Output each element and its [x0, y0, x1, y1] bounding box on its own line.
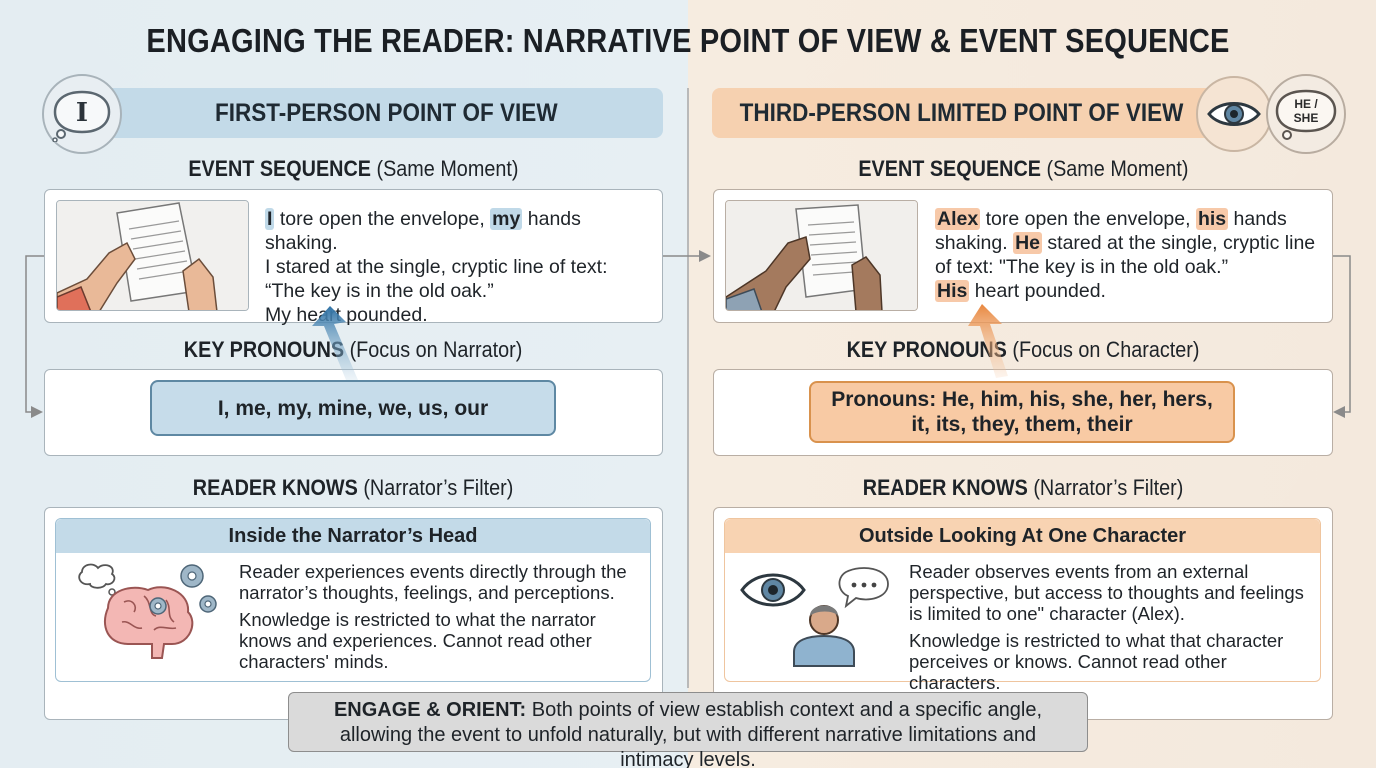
left-story-text: I tore open the envelope, my hands shaki…	[265, 208, 608, 326]
eye-person-icon	[740, 567, 889, 667]
right-event-heading: EVENT SEQUENCE (Same Moment)	[857, 156, 1189, 181]
eye-icon	[1207, 102, 1261, 126]
third-person-pronouns: Pronouns: He, him, his, she, her, hers, …	[809, 381, 1235, 443]
left-knows-title: Inside the Narrator’s Head	[56, 519, 650, 553]
right-pronouns-heading: KEY PRONOUNS (Focus on Character)	[846, 337, 1200, 362]
right-knows-text: Reader observes events from an external …	[909, 561, 1304, 693]
left-loop-arrow	[25, 255, 44, 418]
left-pronouns-heading: KEY PRONOUNS (Focus on Narrator)	[184, 337, 523, 362]
svg-text:HE /: HE /	[1294, 97, 1318, 111]
up-arrow-orange	[968, 304, 1008, 378]
letter-illustration-left	[56, 200, 249, 311]
eye-icon-badge	[1196, 76, 1272, 152]
thought-bubble-icon: I	[52, 90, 111, 142]
left-knows-heading: READER KNOWS (Narrator’s Filter)	[193, 475, 514, 500]
svg-text:SHE: SHE	[1294, 111, 1319, 125]
up-arrow-blue	[312, 306, 358, 380]
engage-orient-note: ENGAGE & ORIENT: Both points of view est…	[288, 692, 1088, 768]
thought-bubble-icon: HE / SHE	[1275, 89, 1337, 140]
hands-letter-icon	[726, 201, 917, 310]
svg-text:I: I	[76, 98, 88, 128]
left-event-heading: EVENT SEQUENCE (Same Moment)	[188, 156, 519, 181]
first-person-pronouns: I, me, my, mine, we, us, our	[150, 380, 556, 436]
left-knows-text: Reader experiences events directly throu…	[239, 561, 627, 672]
right-knows-title: Outside Looking At One Character	[725, 519, 1320, 553]
page-title: ENGAGING THE READER: NARRATIVE POINT OF …	[146, 22, 1230, 59]
letter-illustration-right	[725, 200, 918, 311]
right-story-text: Alex tore open the envelope, his hands s…	[935, 208, 1316, 302]
third-person-banner: THIRD-PERSON LIMITED POINT OF VIEW	[712, 88, 1232, 138]
brain-gears-icon	[78, 563, 217, 659]
right-knows-heading: READER KNOWS (Narrator’s Filter)	[862, 475, 1184, 500]
center-divider	[687, 88, 689, 688]
first-person-banner: FIRST-PERSON POINT OF VIEW	[70, 88, 663, 138]
first-person-icon: I	[42, 74, 122, 154]
hands-letter-icon	[57, 201, 248, 310]
he-she-icon: HE / SHE	[1266, 74, 1346, 154]
right-loop-arrow	[1333, 255, 1351, 418]
